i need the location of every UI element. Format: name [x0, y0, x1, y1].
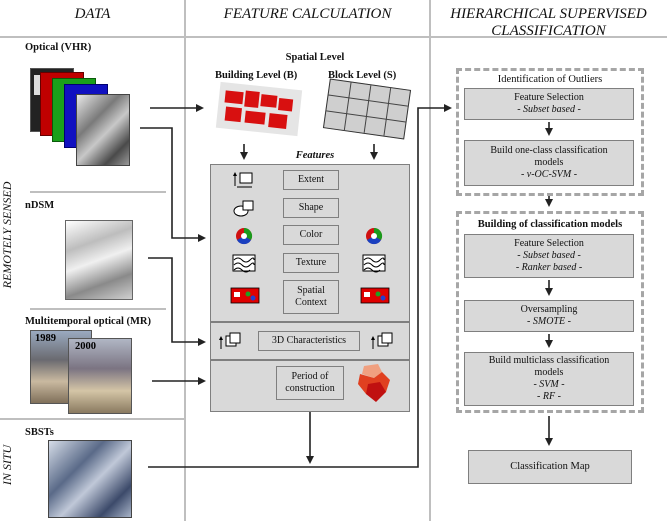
oversampling-box: Oversampling- SMOTE - [464, 300, 634, 332]
row-divider [30, 308, 166, 310]
optical-vhr-label: Optical (VHR) [25, 42, 92, 53]
mr-image-2000: 2000 [68, 338, 132, 414]
classification-header-line2: CLASSIFICATION [491, 23, 606, 39]
building-level-label: Building Level (B) [215, 70, 298, 81]
row-divider [30, 191, 166, 193]
extent-icon [233, 172, 253, 188]
header-divider [0, 36, 667, 38]
models-title: Building of classification models [477, 219, 623, 230]
column-header-data: DATA [74, 6, 111, 22]
extent-box: Extent [283, 170, 339, 190]
shape-icon [233, 200, 254, 217]
row-divider [0, 418, 184, 420]
features-label: Features [295, 150, 335, 161]
spatial-level-label: Spatial Level [285, 52, 345, 63]
optical-grayscale-image [76, 94, 130, 166]
outliers-title: Identification of Outliers [497, 74, 603, 85]
color-wheel-icon [366, 227, 383, 245]
ndsm-label: nDSM [25, 200, 55, 211]
ndsm-image [65, 220, 133, 300]
sbsts-image [48, 440, 132, 518]
sbsts-label: SBSTs [25, 427, 54, 438]
block-level-label: Block Level (S) [328, 70, 397, 81]
3d-icon [371, 332, 393, 349]
column-header-classification: HIERARCHICAL SUPERVISED CLASSIFICATION [430, 6, 667, 40]
classification-map-box: Classification Map [468, 450, 632, 484]
shape-box: Shape [283, 198, 339, 218]
3d-icon [219, 332, 241, 349]
color-box: Color [283, 225, 339, 245]
feature-selection-subset-box: Feature Selection- Subset based - [464, 88, 634, 120]
texture-box: Texture [283, 253, 339, 273]
spatial-context-icon [360, 287, 390, 304]
texture-icon [232, 254, 256, 273]
column-divider [184, 0, 186, 521]
column-divider [429, 0, 431, 521]
year-1989-label: 1989 [35, 333, 56, 344]
3d-characteristics-box: 3D Characteristics [258, 331, 360, 351]
year-2000-label: 2000 [75, 341, 96, 352]
spatial-context-icon [230, 287, 260, 304]
color-wheel-icon [236, 227, 253, 245]
feature-selection-ranker-box: Feature Selection- Subset based -- Ranke… [464, 234, 634, 278]
column-header-feature-calculation: FEATURE CALCULATION [223, 6, 392, 22]
texture-icon [362, 254, 386, 273]
classification-header-line1: HIERARCHICAL SUPERVISED [450, 6, 647, 22]
construction-period-map-icon [358, 364, 390, 402]
multitemporal-label: Multitemporal optical (MR) [25, 316, 151, 327]
